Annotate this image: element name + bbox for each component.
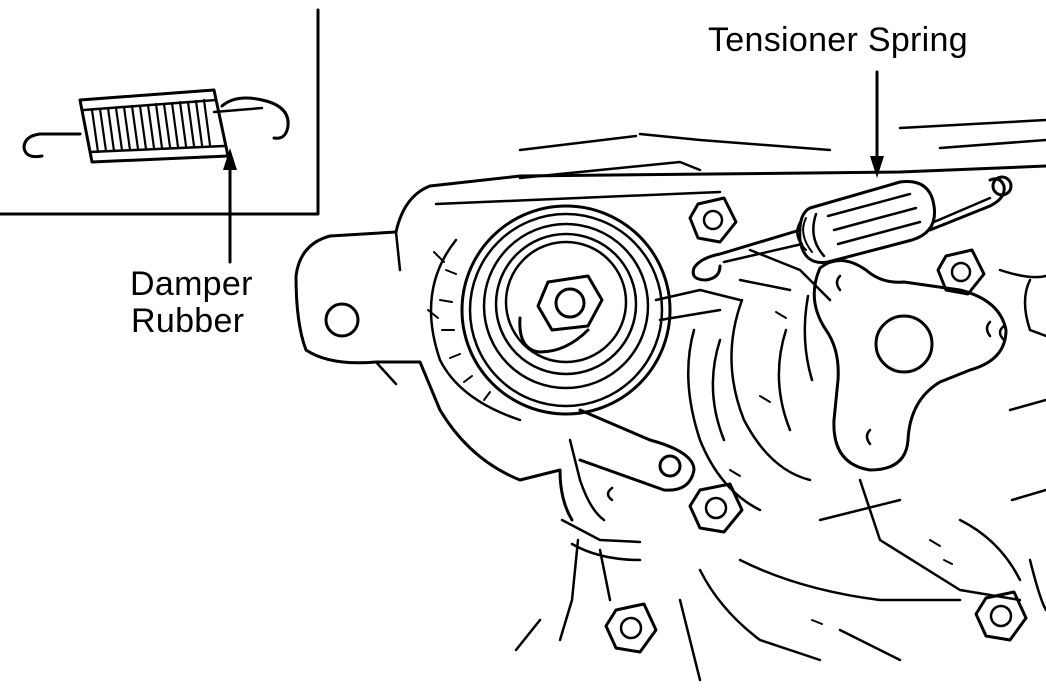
bolt: [974, 590, 1028, 642]
tensioner-plate: [803, 259, 1008, 472]
tensioner-pulley: [429, 204, 742, 492]
bolt: [688, 482, 744, 534]
tensioner-spring-arrow: [870, 70, 884, 178]
damper-rubber-arrow: [223, 148, 237, 264]
tensioner-spring-installed: [691, 175, 1013, 282]
tensioner-spring-label: Tensioner Spring: [708, 21, 968, 59]
bolt: [688, 196, 738, 244]
bolt: [604, 602, 658, 654]
inset-spring-detail: [22, 88, 290, 164]
damper-rubber-label-line1: Damper: [130, 265, 253, 303]
engine-block: [294, 118, 1046, 682]
bolt: [936, 248, 986, 296]
inset-frame: [0, 8, 320, 216]
damper-rubber-label-line2: Rubber: [131, 302, 245, 340]
